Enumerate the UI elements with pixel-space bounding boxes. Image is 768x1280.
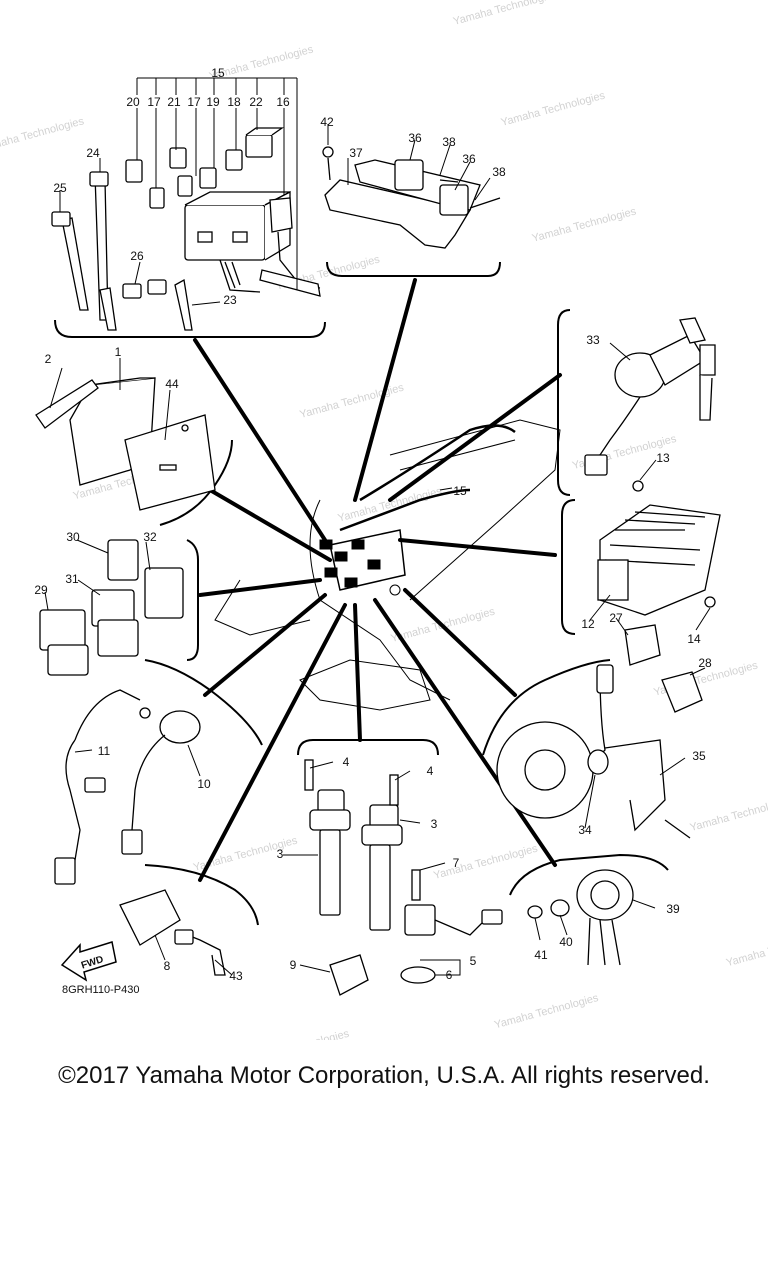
callout-36: 36	[408, 131, 422, 145]
callout-43: 43	[229, 969, 243, 983]
parts-diagram: Yamaha Technologies Yamaha Technologies …	[0, 0, 768, 1040]
speed-sensor-assembly	[527, 869, 634, 966]
callout-42: 42	[320, 115, 334, 129]
watermark: Yamaha Technologies	[452, 0, 559, 28]
callout-leaders	[44, 77, 711, 976]
callout-39: 39	[666, 902, 680, 916]
callout-4: 4	[343, 755, 350, 769]
callout-2: 2	[45, 352, 52, 366]
ignition-coil-assembly	[304, 759, 503, 996]
callout-3: 3	[277, 847, 284, 861]
main-switch-assembly	[584, 317, 716, 476]
callout-24: 24	[86, 146, 100, 160]
callout-4: 4	[427, 764, 434, 778]
forward-arrow: FWD	[60, 941, 117, 982]
copyright-notice: ©2017 Yamaha Motor Corporation, U.S.A. A…	[58, 1062, 710, 1089]
callout-14: 14	[687, 632, 701, 646]
callout-34: 34	[578, 823, 592, 837]
callout-10: 10	[197, 777, 211, 791]
watermark: Yamaha Technologies	[337, 485, 444, 524]
callout-32: 32	[143, 530, 157, 544]
callout-12: 12	[581, 617, 595, 631]
callout-23: 23	[223, 293, 237, 307]
watermark: Yamaha Technologies	[493, 992, 600, 1031]
pickup-assembly	[496, 624, 703, 839]
callout-26: 26	[130, 249, 144, 263]
callout-30: 30	[66, 530, 80, 544]
fuse-box-assembly	[125, 127, 321, 297]
relay-bracket-assembly	[322, 146, 501, 249]
callout-37: 37	[349, 146, 363, 160]
watermark: Yamaha Technologies	[0, 115, 86, 154]
callout-27: 27	[609, 611, 623, 625]
callout-16: 16	[276, 95, 290, 109]
callout-6: 6	[446, 968, 453, 982]
relays-assembly	[39, 539, 184, 676]
callout-7: 7	[453, 856, 460, 870]
callout-1: 1	[115, 345, 122, 359]
callout-40: 40	[559, 935, 573, 949]
callout-3: 3	[431, 817, 438, 831]
callout-20: 20	[126, 95, 140, 109]
callout-13: 13	[656, 451, 670, 465]
callout-33: 33	[586, 333, 600, 347]
callout-19: 19	[206, 95, 220, 109]
callout-21: 21	[167, 95, 181, 109]
callout-9: 9	[290, 958, 297, 972]
callout-15: 15	[211, 66, 225, 80]
watermark: Yamaha Technologies	[298, 381, 405, 420]
watermark: Yamaha Technologies	[244, 1028, 351, 1040]
watermark: Yamaha Technologies	[531, 205, 638, 244]
main-harness-assembly	[214, 419, 561, 711]
sensors-left-assembly	[54, 689, 226, 976]
callout-38: 38	[492, 165, 506, 179]
drawing-code: 8GRH110-P430	[62, 984, 139, 996]
callout-28: 28	[698, 656, 712, 670]
leader-lines	[193, 278, 562, 882]
ecu-assembly	[35, 377, 216, 511]
callout-15: 15	[453, 484, 467, 498]
callout-22: 22	[249, 95, 263, 109]
watermark: Yamaha Technologies	[500, 89, 607, 128]
watermark: Yamaha Technologies	[725, 930, 768, 969]
callout-17: 17	[187, 95, 201, 109]
callout-25: 25	[53, 181, 67, 195]
watermark: Yamaha Technologies	[689, 795, 768, 834]
callout-38: 38	[442, 135, 456, 149]
rectifier-assembly	[597, 480, 721, 616]
callout-36: 36	[462, 152, 476, 166]
callout-11: 11	[98, 744, 111, 758]
callout-31: 31	[65, 572, 79, 586]
callout-5: 5	[470, 954, 477, 968]
callout-29: 29	[34, 583, 48, 597]
callout-labels: 15 20 17 21 17 19 18 22 16 24 25 26 23 4…	[34, 66, 712, 983]
callout-41: 41	[534, 948, 548, 962]
callout-44: 44	[165, 377, 179, 391]
callout-18: 18	[227, 95, 241, 109]
cable-ties-assembly	[51, 171, 193, 331]
callout-17: 17	[147, 95, 161, 109]
callout-8: 8	[164, 959, 171, 973]
callout-35: 35	[692, 749, 706, 763]
